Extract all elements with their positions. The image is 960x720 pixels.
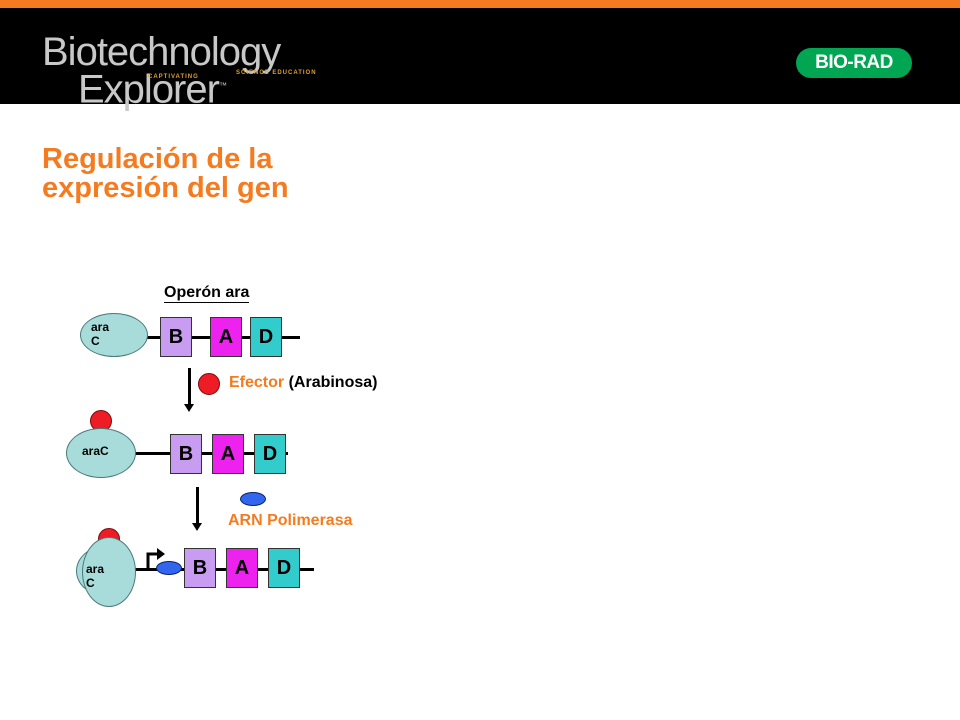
gene-d-1: D: [250, 317, 282, 357]
logo-captivating: CAPTIVATING: [148, 74, 199, 80]
logo-science-education: SCIENCE EDUCATION: [236, 70, 317, 76]
arac-regulator-1: [80, 313, 148, 357]
gene-b-1: B: [160, 317, 192, 357]
gene-b-2: B: [170, 434, 202, 474]
effector-icon: [198, 373, 220, 395]
arrow-head-1: [184, 404, 194, 412]
polymerase-bound-icon: [156, 561, 182, 575]
arac-regulator-2: [66, 428, 136, 478]
effector-label-text: Efector: [229, 374, 285, 391]
top-accent-bar: [0, 0, 960, 8]
gene-d-3: D: [268, 548, 300, 588]
dna-strand-2: [130, 452, 288, 455]
bio-rad-logo: BIO-RAD: [796, 48, 912, 78]
gene-a-1: A: [210, 317, 242, 357]
effector-arabinosa: (Arabinosa): [288, 374, 378, 391]
promoter-arrow-icon: [146, 548, 165, 570]
arac-regulator-3b: [82, 537, 136, 607]
arrow-shaft-1: [188, 368, 191, 406]
gene-d-2: D: [254, 434, 286, 474]
gene-b-3: B: [184, 548, 216, 588]
logo-explorer-text: Explorer: [78, 67, 220, 112]
arrow-head-2: [192, 523, 202, 531]
operon-label: Operón ara: [164, 284, 250, 303]
polymerase-label: ARN Polimerasa: [228, 512, 353, 529]
slide-title: Regulación de la expresión del gen: [42, 143, 289, 204]
arac-label-1: ara C: [91, 320, 110, 348]
header-banner: Biotechnology Explorer™ CAPTIVATING SCIE…: [0, 8, 960, 109]
effector-label: Efector (Arabinosa): [229, 374, 377, 392]
arrow-shaft-2: [196, 487, 199, 525]
logo-biotechnology: Biotechnology: [42, 30, 281, 74]
logo-tm: ™: [218, 81, 227, 90]
polymerase-icon: [240, 492, 266, 506]
logo-explorer: Explorer™: [78, 66, 227, 112]
gene-a-2: A: [212, 434, 244, 474]
gene-a-3: A: [226, 548, 258, 588]
arac-label-3: ara C: [86, 562, 105, 590]
arac-label-2: araC: [82, 444, 109, 458]
